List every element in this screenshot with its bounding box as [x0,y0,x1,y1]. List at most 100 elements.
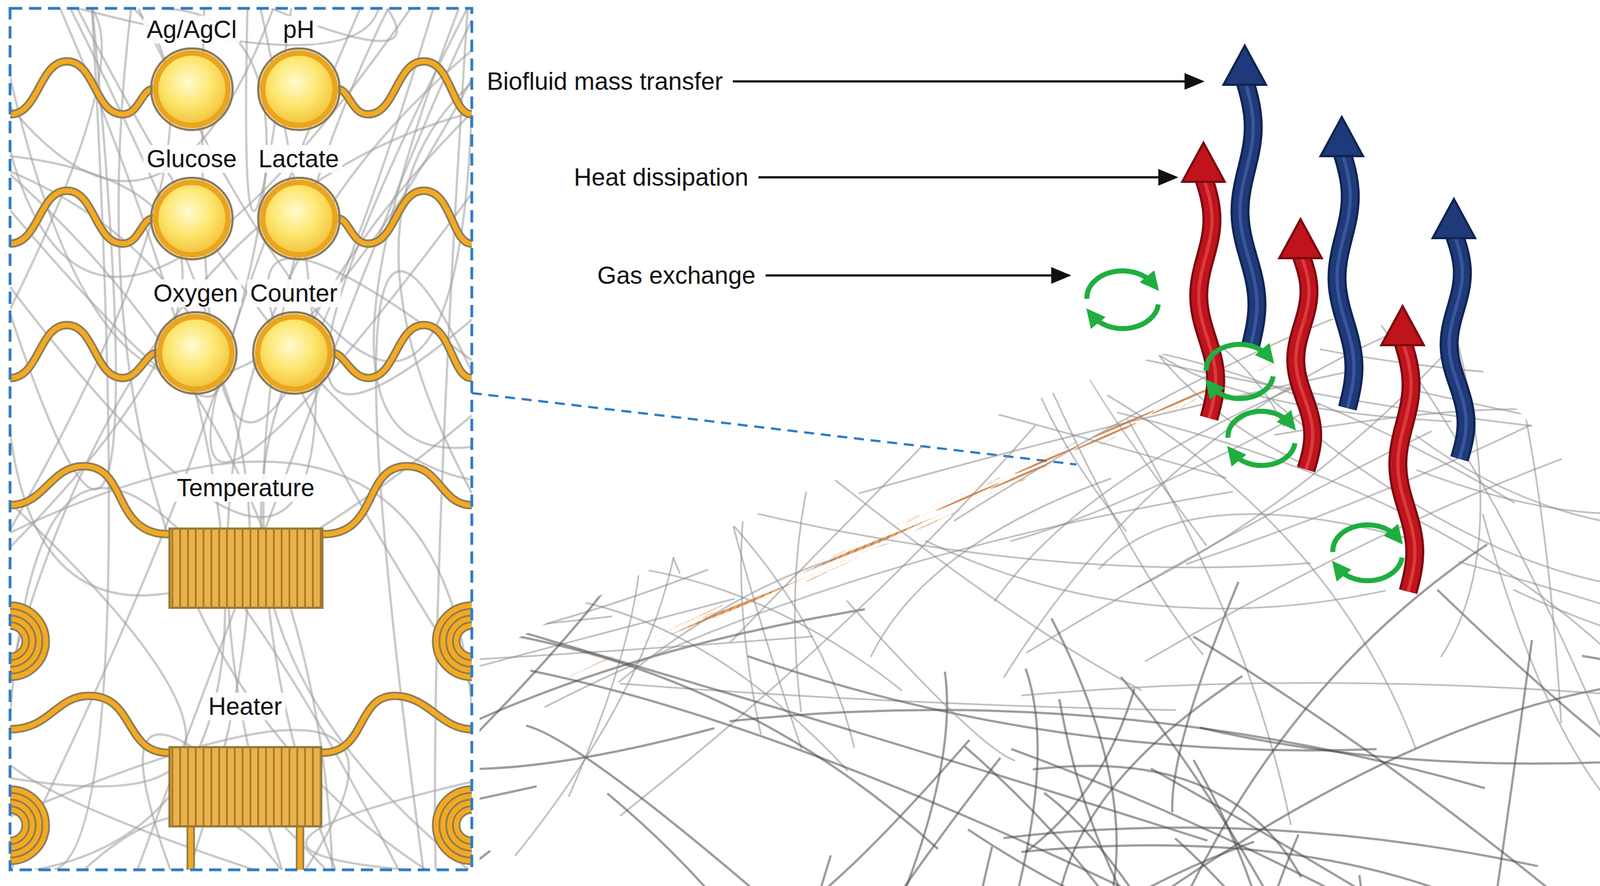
mesh-fiber [1120,677,1375,886]
mesh-fiber [1163,544,1488,886]
arrow-body [1295,253,1313,470]
mesh-fiber [707,376,1142,691]
trace-outline [10,809,26,841]
arrow-head [1320,117,1363,157]
arrow-highlight [1448,233,1466,459]
mesh-fiber [607,793,785,886]
trace-outline [10,695,169,753]
mesh-fiber [1199,727,1600,764]
node-text-group: Glucose [143,144,240,173]
mesh-fiber [1359,875,1476,886]
mesh-fiber [78,8,379,46]
mesh-fiber [737,283,775,480]
arrow-shadow [1448,233,1466,459]
trace-outline [10,789,46,862]
arrow-body [1448,233,1466,459]
mesh-fiber [598,360,833,470]
mesh-fiber [1043,793,1242,886]
arrow-highlight [1295,253,1313,470]
mesh-fiber [544,491,1234,708]
mesh-fiber [10,487,399,870]
arrow-head [1279,219,1322,259]
gold-trace [449,619,472,664]
electrode-rim [253,312,335,394]
mesh-fiber [43,416,489,673]
gold-trace [10,803,33,848]
mesh-fiber [940,846,993,886]
node-text-group: Temperature [173,474,318,502]
electrode-disc [155,52,229,126]
gas-arc [1337,557,1403,582]
electrode-rim [155,312,237,394]
gold-trace [337,190,472,244]
sensor-pad: Temperature [168,474,324,609]
gold-trace [10,809,26,841]
leader-line [765,274,1055,277]
mesh-fiber [10,76,472,379]
gold-trace [10,619,33,664]
leader-arrowhead [1051,267,1072,284]
arrow-head [1432,199,1476,239]
sensor-electrode: Glucose [140,144,244,263]
mesh-fiber [858,371,1351,494]
arrow-head [1381,306,1424,346]
mesh-fiber [35,8,226,870]
mesh-fiber [1582,655,1600,746]
node-text-group: Lactate [255,144,343,173]
arrow-highlight [1397,340,1415,592]
electrode-circle [255,175,343,263]
trace-outline [10,466,169,535]
mesh-fiber [1577,317,1600,372]
device-on-mesh [555,351,1302,683]
arrow-body [1198,177,1216,419]
trace-on-mesh [928,512,956,525]
trace-on-mesh [572,661,601,675]
trace-outline [322,695,472,753]
mesh-fiber [1230,834,1299,886]
trace-outline [436,789,472,862]
mesh-fiber [1167,688,1600,886]
mesh-fiber [784,757,1001,886]
gold-trace [337,61,472,115]
mesh-fiber [363,728,715,770]
mesh-fiber [561,323,590,599]
gas-exchange-arrow [1228,411,1295,466]
mesh-fiber [51,851,491,886]
leader-arrows [732,73,1205,284]
gold-trace [10,789,46,862]
gold-trace [10,605,46,678]
mesh-fiber [284,609,865,831]
mesh-fiber [1032,765,1302,878]
gas-arc [1092,304,1159,329]
mesh-fiber [1107,395,1416,749]
mesh-fiber [10,8,171,530]
mesh-fiber [1193,760,1277,886]
trace-outline [449,803,472,848]
electrode-disc [155,182,229,255]
mesh-fiber [1415,435,1600,531]
mesh-fiber [1127,419,1292,826]
heat-arrow [1182,142,1225,419]
arrow-head [1182,142,1225,182]
mesh-fiber [10,503,187,787]
trace-outline [10,803,33,848]
leader-line [758,176,1162,179]
gold-trace [449,803,472,848]
heat-arrow [1381,306,1424,592]
mesh-fiber [794,464,812,713]
sensor-label: Temperature [173,474,318,502]
sensor-label: pH [279,15,318,44]
gold-trace [322,695,472,753]
node-text-group: Counter [247,279,342,308]
arrow-highlight [1336,151,1354,409]
mesh-fiber [1437,590,1600,848]
trace-outline [10,61,153,115]
mesh-fiber [711,855,831,886]
trace-on-mesh [905,506,969,535]
zoom-line [471,393,1077,465]
trace-outline [296,827,305,870]
trace-outline [10,325,157,379]
sensor-electrode: Lactate [252,144,346,263]
heat-arrow [1279,219,1322,470]
electrode-circle [148,45,236,133]
